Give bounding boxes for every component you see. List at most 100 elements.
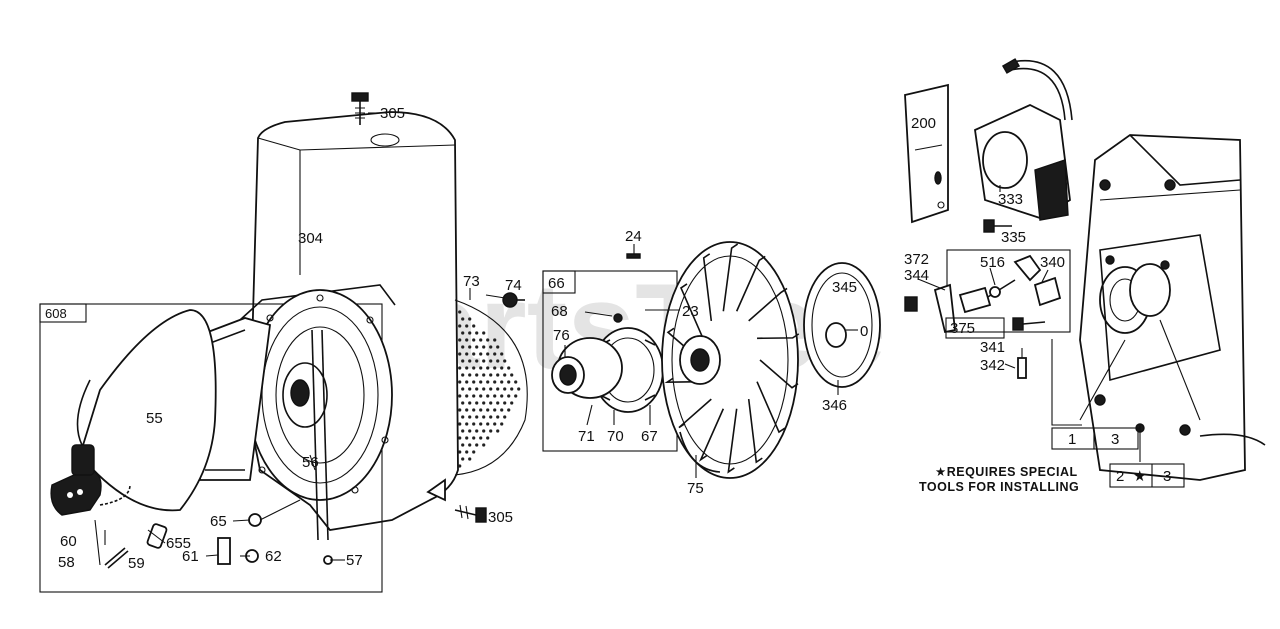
label-65: 65: [210, 513, 227, 530]
flywheel-fin: [748, 287, 788, 322]
screen-perforation: [465, 380, 469, 384]
note-line-2: TOOLS FOR INSTALLING: [919, 480, 1079, 494]
flywheel-fin: [727, 408, 738, 474]
flywheel-fin: [735, 255, 766, 312]
screen-perforation: [479, 408, 483, 412]
label-333: 333: [998, 191, 1023, 208]
screen-perforation: [468, 359, 472, 363]
screen-perforation: [482, 443, 486, 447]
screen-perforation: [479, 436, 483, 440]
screen-perforation: [468, 317, 472, 321]
screen-perforation: [468, 401, 472, 405]
screen-perforation: [475, 373, 479, 377]
screen-perforation: [486, 422, 490, 426]
label-59: 59: [128, 555, 145, 572]
screen-perforation: [461, 443, 465, 447]
screen-perforation: [482, 401, 486, 405]
screen-perforation: [482, 429, 486, 433]
screen-perforation: [482, 373, 486, 377]
label-75: 75: [687, 480, 704, 497]
label-341: 341: [980, 339, 1005, 356]
rotating-screen-73: [454, 299, 528, 476]
screen-perforation: [479, 338, 483, 342]
screen-perforation: [493, 408, 497, 412]
screen-perforation: [500, 422, 504, 426]
screen-perforation: [458, 310, 462, 314]
screen-perforation: [493, 338, 497, 342]
label-56: 56: [302, 454, 319, 471]
screen-perforation: [486, 366, 490, 370]
screen-perforation: [468, 387, 472, 391]
screen-perforation: [475, 387, 479, 391]
screen-perforation: [472, 366, 476, 370]
screen-perforation: [496, 345, 500, 349]
screen-perforation: [461, 415, 465, 419]
screen-perforation: [496, 387, 500, 391]
handle-cover-55: [78, 309, 217, 512]
screen-perforation: [475, 429, 479, 433]
screen-perforation: [482, 359, 486, 363]
screen-perforation: [479, 352, 483, 356]
breaker-points: [958, 254, 1062, 314]
screen-perforation: [510, 401, 514, 405]
ignition-coil-333: [974, 58, 1073, 221]
screen-perforation: [458, 408, 462, 412]
starter-handle-60: [50, 379, 131, 516]
screen-perforation: [500, 408, 504, 412]
screen-perforation: [465, 450, 469, 454]
crankcase: [1079, 134, 1266, 481]
small-parts: [104, 499, 333, 569]
screen-perforation: [493, 380, 497, 384]
screen-perforation: [510, 387, 514, 391]
cover-200: [904, 83, 949, 224]
label-608: 608: [45, 306, 67, 321]
screen-perforation: [468, 373, 472, 377]
screen-perforation: [496, 373, 500, 377]
screen-perforation: [482, 387, 486, 391]
label-58: 58: [58, 554, 75, 571]
screen-perforation: [496, 429, 500, 433]
screen-perforation: [503, 415, 507, 419]
screen-perforation: [458, 352, 462, 356]
magneto-rotor: [803, 262, 881, 388]
screen-perforation: [472, 380, 476, 384]
label-66: 66: [548, 275, 565, 292]
starter-plate: [247, 289, 393, 541]
bolt-305-top: [351, 92, 378, 125]
screen-perforation: [500, 366, 504, 370]
screen-perforation: [468, 415, 472, 419]
box-star-text: ★: [1133, 468, 1146, 485]
box-3a: [1093, 427, 1139, 450]
screen-perforation: [503, 373, 507, 377]
screen-perforation: [489, 345, 493, 349]
box-2-star-3: [1109, 463, 1185, 488]
label-346: 346: [822, 397, 847, 414]
label-62: 62: [265, 548, 282, 565]
screen-perforation: [486, 408, 490, 412]
screen-perforation: [461, 331, 465, 335]
screen-perforation: [493, 394, 497, 398]
screen-perforation: [482, 345, 486, 349]
label-305-top: 305: [380, 105, 405, 122]
label-24: 24: [625, 228, 642, 245]
screen-perforation: [458, 464, 462, 468]
screen-perforation: [458, 422, 462, 426]
label-67: 67: [641, 428, 658, 445]
screen-perforation: [458, 394, 462, 398]
screen-perforation: [486, 352, 490, 356]
label-70: 70: [607, 428, 624, 445]
label-655: 655: [166, 535, 191, 552]
screen-perforation: [468, 331, 472, 335]
screen-perforation: [475, 401, 479, 405]
screen-perforation: [486, 380, 490, 384]
screen-perforation: [496, 415, 500, 419]
bolt-74: [502, 292, 525, 308]
kit-label-box: [39, 303, 87, 323]
label-342: 342: [980, 357, 1005, 374]
screen-perforation: [472, 394, 476, 398]
screen-perforation: [465, 436, 469, 440]
label-340: 340: [1040, 254, 1065, 271]
screen-perforation: [507, 394, 511, 398]
screen-perforation: [461, 317, 465, 321]
